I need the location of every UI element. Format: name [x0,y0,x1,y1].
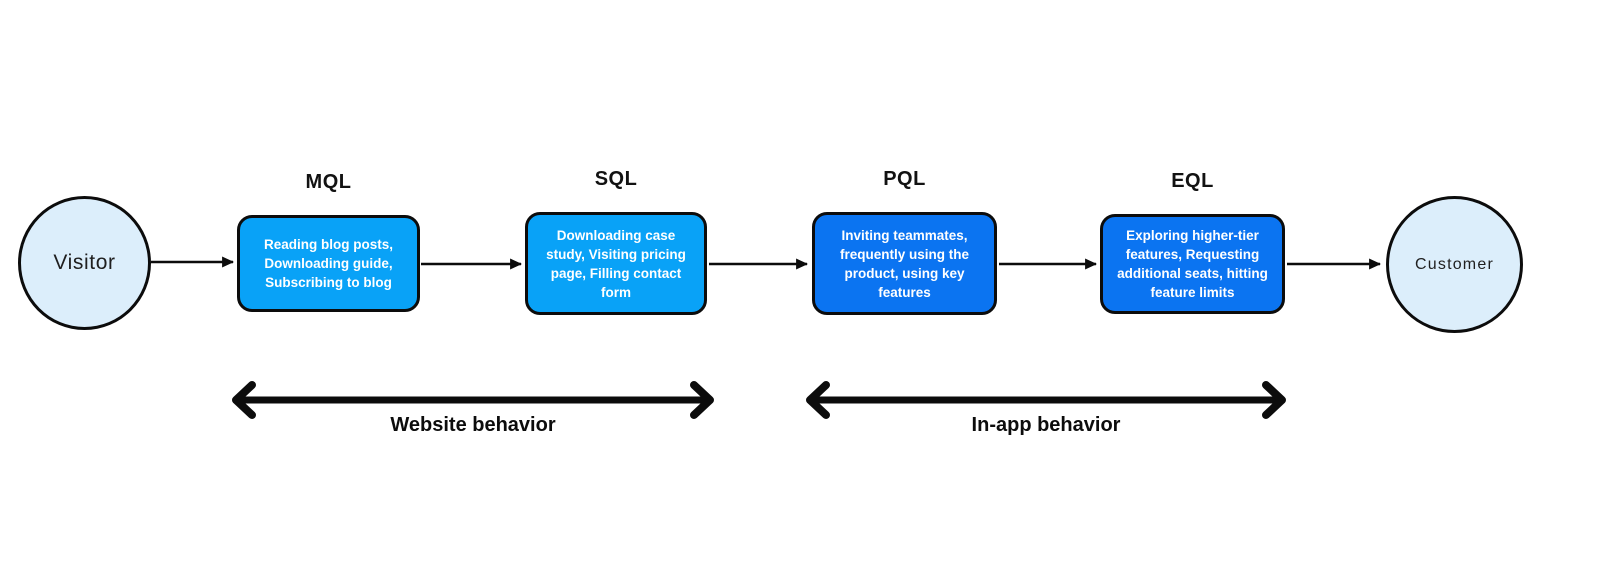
stage-sql-title: SQL [594,168,638,190]
stage-sql-description: Downloading case study, Visiting pricing… [546,227,686,300]
stage-mql-box: Reading blog posts, Downloading guide, S… [237,215,420,312]
stage-eql: EQL Exploring higher-tier features, Requ… [1100,170,1285,314]
visitor-node: Visitor [18,196,151,330]
stage-mql-title: MQL [305,171,352,193]
customer-node: Customer [1386,196,1523,333]
website-behavior-label: Website behavior [390,414,556,436]
stage-mql: MQL Reading blog posts, Downloading guid… [237,171,420,312]
website-behavior-double-arrow-icon [232,381,714,419]
stage-sql: SQL Downloading case study, Visiting pri… [525,168,707,315]
stage-pql-description: Inviting teammates, frequently using the… [839,227,969,300]
in-app-behavior-double-arrow-icon [806,381,1286,419]
stage-eql-title: EQL [1171,170,1214,192]
visitor-label: Visitor [53,251,116,274]
stage-pql-box: Inviting teammates, frequently using the… [812,212,997,315]
in-app-behavior-label: In-app behavior [971,414,1121,436]
stage-pql: PQL Inviting teammates, frequently using… [812,168,997,315]
customer-label: Customer [1415,255,1494,273]
stage-sql-box: Downloading case study, Visiting pricing… [525,212,707,315]
stage-eql-description: Exploring higher-tier features, Requesti… [1117,228,1268,300]
stage-eql-box: Exploring higher-tier features, Requesti… [1100,214,1285,314]
stage-mql-description: Reading blog posts, Downloading guide, S… [263,237,393,290]
stage-pql-title: PQL [883,168,926,190]
